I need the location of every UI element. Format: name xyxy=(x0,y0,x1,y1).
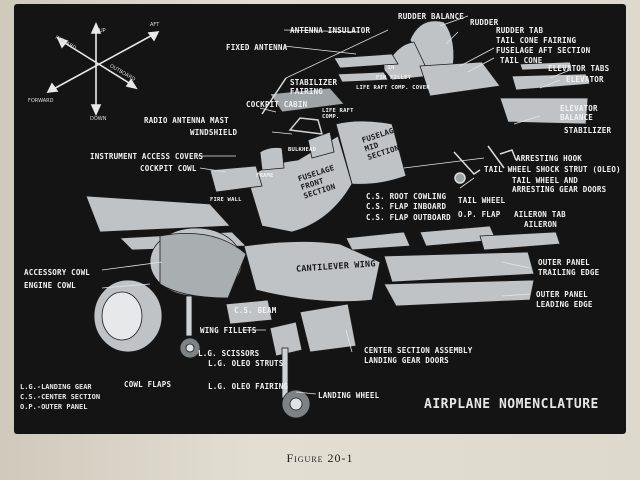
fuselage-mid-part xyxy=(335,120,407,185)
figure-caption: Figure 20-1 xyxy=(286,451,354,465)
label-elevator-balance: ELEVATOR BALANCE xyxy=(560,104,598,122)
label-rudder-balance: RUDDER BALANCE xyxy=(398,12,465,21)
fuselage-aft-part xyxy=(419,61,501,97)
label-rudder: RUDDER xyxy=(470,18,499,27)
landing-gear-doors-part xyxy=(269,321,303,357)
label-fin-fillet: FIN FILLET xyxy=(376,75,412,81)
label-rudder-tab: RUDDER TAB xyxy=(496,26,544,35)
accessory-cowl-part xyxy=(159,233,247,299)
label-tail-wheel-shock-strut: TAIL WHEEL SHOCK STRUT (OLEO) xyxy=(484,165,621,174)
legend-cs: C.S.-CENTER SECTION xyxy=(20,393,101,401)
stabilizer-part xyxy=(499,97,589,125)
compass-down: DOWN xyxy=(90,116,107,122)
label-bulkhead: BULKHEAD xyxy=(288,147,317,153)
label-outer-panel-trailing-2: TRAILING EDGE xyxy=(538,268,600,277)
diagram-title: AIRPLANE NOMENCLATURE xyxy=(424,397,599,412)
legend-lg: L.G.-LANDING GEAR xyxy=(20,383,92,391)
label-fire-wall: FIRE WALL xyxy=(210,197,242,203)
label-elevator: ELEVATOR xyxy=(566,75,604,84)
label-stabilizer: STABILIZER xyxy=(564,126,612,135)
compass-aft: AFT xyxy=(150,22,160,28)
label-lg-oleo-struts: L.G. OLEO STRUTS xyxy=(208,359,284,368)
compass-forward: FORWARD xyxy=(28,98,54,104)
label-outer-panel-leading-1: OUTER PANEL xyxy=(536,290,588,299)
label-cs-beam: C.S. BEAM xyxy=(234,306,277,315)
stabilizer-fairing-part xyxy=(333,53,399,69)
label-center-section-assembly: CENTER SECTION ASSEMBLY xyxy=(364,346,473,355)
label-tail-cone: TAIL CONE xyxy=(500,56,543,65)
bulkhead-part xyxy=(307,131,335,159)
label-fin: FIN xyxy=(384,65,395,71)
cockpit-cowl-part xyxy=(209,165,263,193)
label-antenna-insulator: ANTENNA INSULATOR xyxy=(290,26,371,35)
label-arresting-hook: ARRESTING HOOK xyxy=(516,154,583,163)
label-tail-wheel: TAIL WHEEL xyxy=(458,196,506,205)
label-cs-root-cowling: C.S. ROOT COWLING xyxy=(366,192,447,201)
label-landing-gear-doors: LANDING GEAR DOORS xyxy=(364,356,449,365)
label-tail-cone-fairing: TAIL CONE FAIRING xyxy=(496,36,577,45)
cantilever-wing-part xyxy=(243,241,381,303)
label-fixed-antenna: FIXED ANTENNA xyxy=(226,43,288,52)
stabilizer-fairing-part-2 xyxy=(337,71,389,83)
outer-panel-left xyxy=(85,195,231,233)
wing-fillets-part xyxy=(225,299,273,325)
frame-part xyxy=(259,147,285,171)
windshield-part xyxy=(288,117,324,135)
label-instrument-access-covers: INSTRUMENT ACCESS COVERS xyxy=(90,152,204,161)
center-section-part xyxy=(299,303,357,353)
label-life-raft-comp: LIFE RAFT COMP. xyxy=(322,108,354,120)
elevator-part xyxy=(511,73,591,91)
cs-flap-inboard-part xyxy=(345,231,411,251)
outer-panel-right-trailing xyxy=(383,251,535,283)
label-cockpit-cowl: COCKPIT COWL xyxy=(140,164,197,173)
label-radio-antenna-mast: RADIO ANTENNA MAST xyxy=(144,116,229,125)
label-arresting-gear-doors: ARRESTING GEAR DOORS xyxy=(512,185,607,194)
legend-op: O.P.-OUTER PANEL xyxy=(20,403,88,411)
label-lg-scissors: L.G. SCISSORS xyxy=(198,349,260,358)
label-aileron: AILERON xyxy=(524,220,558,229)
label-cowl-flaps: COWL FLAPS xyxy=(124,380,172,389)
label-cs-flap-inboard: C.S. FLAP INBOARD xyxy=(366,202,447,211)
label-cs-flap-outboard: C.S. FLAP OUTBOARD xyxy=(366,213,451,222)
label-tail-wheel-and: TAIL WHEEL AND xyxy=(512,176,579,185)
label-op-flap: O.P. FLAP xyxy=(458,210,501,219)
aileron-part xyxy=(479,231,561,251)
label-landing-wheel: LANDING WHEEL xyxy=(318,391,380,400)
label-wing-fillets: WING FILLETS xyxy=(200,326,257,335)
label-engine-cowl: ENGINE COWL xyxy=(24,281,76,290)
cockpit-cabin-part xyxy=(269,87,345,113)
compass-up: UP xyxy=(99,28,106,34)
label-windshield: WINDSHIELD xyxy=(190,128,238,137)
label-fuselage-aft-section: FUSELAGE AFT SECTION xyxy=(496,46,591,55)
label-accessory-cowl: ACCESSORY COWL xyxy=(24,268,91,277)
label-aileron-tab: AILERON TAB xyxy=(514,210,566,219)
elevator-tab-part xyxy=(519,61,573,71)
label-outer-panel-trailing-1: OUTER PANEL xyxy=(538,258,590,267)
label-lg-oleo-fairing: L.G. OLEO FAIRING xyxy=(208,382,289,391)
outer-panel-right-leading xyxy=(383,279,535,307)
label-stabilizer-fairing: STABILIZER FAIRING xyxy=(290,78,338,96)
label-life-raft-comp-cover: LIFE RAFT COMP. COVER xyxy=(356,85,430,91)
leader-lines xyxy=(101,15,571,395)
tail-wheel-assembly xyxy=(453,145,517,184)
label-outer-panel-leading-2: LEADING EDGE xyxy=(536,300,593,309)
label-elevator-tabs: ELEVATOR TABS xyxy=(548,64,610,73)
landing-gear xyxy=(179,295,311,419)
direction-compass xyxy=(46,22,160,116)
label-frame: FRAME xyxy=(256,173,274,179)
label-cockpit-cabin: COCKPIT CABIN xyxy=(246,100,308,109)
